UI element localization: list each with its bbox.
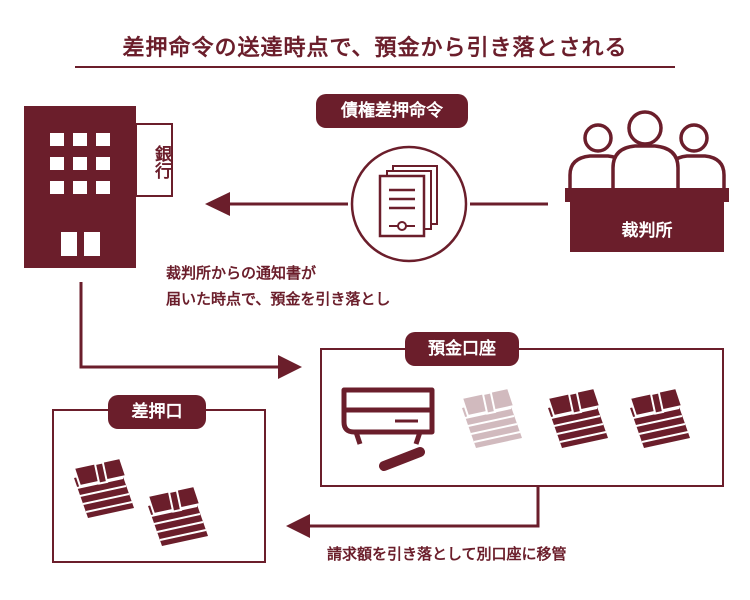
bank-building-icon — [24, 106, 173, 268]
money-stack-icon — [629, 387, 691, 449]
page-title: 差押命令の送達時点で、預金から引き落とされる — [122, 36, 628, 61]
money-stack-icon — [73, 457, 135, 519]
bank-label: 銀行 — [151, 145, 171, 179]
document-icon — [350, 145, 468, 263]
money-stack-icon — [147, 485, 209, 547]
money-stack-faded-icon — [461, 387, 523, 449]
court-bench — [570, 202, 724, 252]
court-judges-icon — [568, 110, 726, 194]
title-underline — [75, 66, 675, 68]
deposit-account-badge: 預金口座 — [405, 332, 519, 366]
seizure-account-badge: 差押口 — [108, 395, 206, 429]
transfer-caption: 請求額を引き落として別口座に移管 — [327, 545, 567, 563]
court-label: 裁判所 — [621, 221, 673, 241]
court-bench-top — [565, 188, 729, 202]
court-order-badge: 債権差押命令 — [316, 94, 468, 128]
notice-caption-line1: 裁判所からの通知書が — [166, 264, 317, 282]
notice-caption-line2: 届いた時点で、預金を引き落とし — [166, 290, 391, 308]
money-stack-icon — [547, 387, 609, 449]
wallet-icon — [341, 387, 435, 471]
